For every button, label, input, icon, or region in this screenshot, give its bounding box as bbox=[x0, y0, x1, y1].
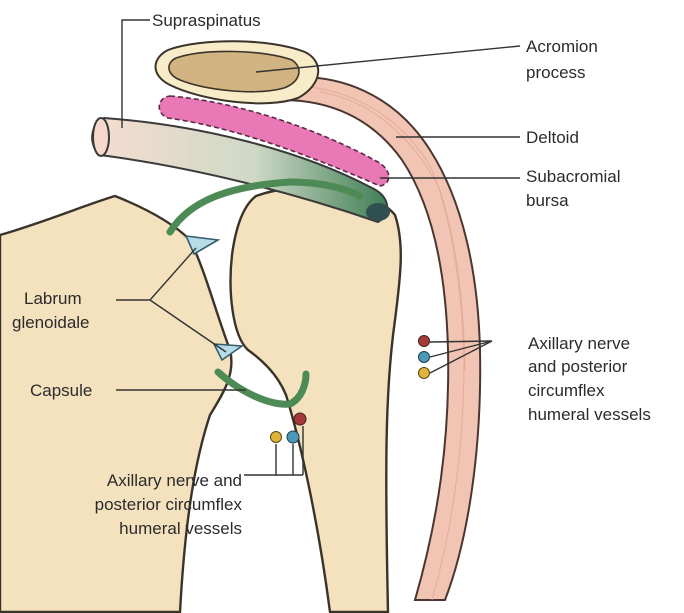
label-capsule: Capsule bbox=[30, 381, 92, 400]
vein-dot-bottom bbox=[287, 431, 299, 443]
tendon-end-cap bbox=[93, 118, 109, 156]
nerve-dot-right bbox=[419, 368, 430, 379]
label-acromion-process-line2: process bbox=[526, 63, 586, 82]
label-axillary-bottom-line3: humeral vessels bbox=[119, 519, 242, 538]
artery-dot-right bbox=[419, 336, 430, 347]
label-axillary-bottom-line1: Axillary nerve and bbox=[107, 471, 242, 490]
label-labrum-line2: glenoidale bbox=[12, 313, 90, 332]
label-acromion-process-line1: Acromion bbox=[526, 37, 598, 56]
label-supraspinatus: Supraspinatus bbox=[152, 11, 261, 30]
label-axillary-right-line4: humeral vessels bbox=[528, 405, 651, 424]
label-subacromial-bursa-line1: Subacromial bbox=[526, 167, 621, 186]
tendon-insertion bbox=[366, 203, 390, 221]
label-axillary-right-line2: and posterior bbox=[528, 357, 628, 376]
vein-dot-right bbox=[419, 352, 430, 363]
nerve-dot-bottom bbox=[271, 432, 282, 443]
artery-dot-bottom bbox=[294, 413, 306, 425]
label-axillary-right-line1: Axillary nerve bbox=[528, 334, 630, 353]
label-axillary-right-line3: circumflex bbox=[528, 381, 605, 400]
label-subacromial-bursa-line2: bursa bbox=[526, 191, 569, 210]
label-labrum-line1: Labrum bbox=[24, 289, 82, 308]
label-deltoid: Deltoid bbox=[526, 128, 579, 147]
scapula bbox=[0, 196, 231, 612]
label-axillary-bottom-line2: posterior circumflex bbox=[95, 495, 243, 514]
